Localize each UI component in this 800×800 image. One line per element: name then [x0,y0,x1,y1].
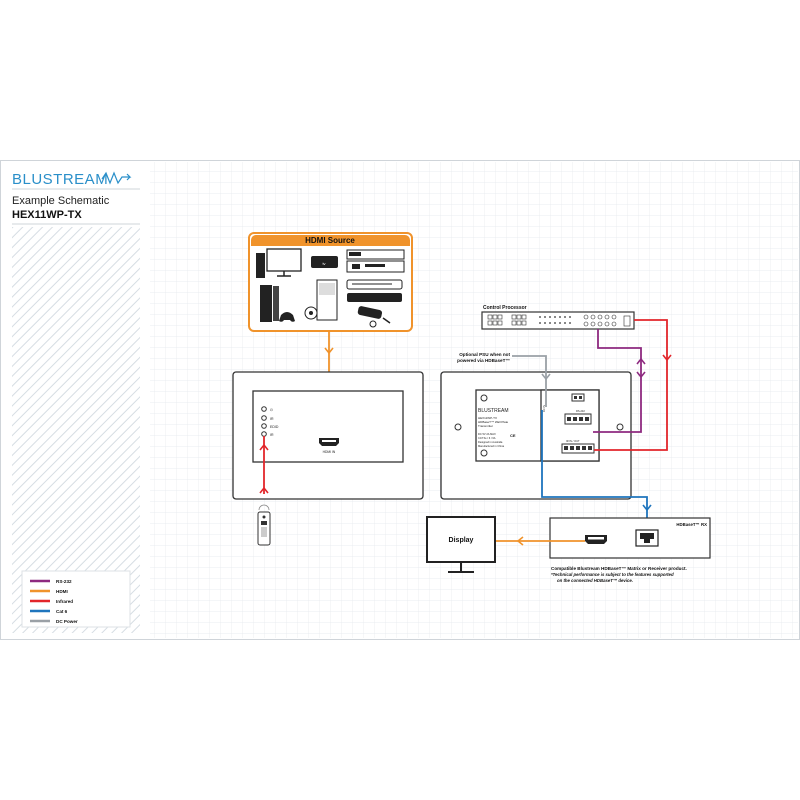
ir-arrow-up-icon [259,486,269,494]
display-label: Display [449,537,474,544]
power-arrow-icon [541,373,551,381]
ir-control-cable [594,319,668,451]
hdmi-port-icon [319,438,339,446]
svg-text:EDID: EDID [270,425,279,429]
rs232-cable [593,329,642,433]
module-desc: HDBaseT™ Wall Plate [478,420,509,424]
rs232-label: RS-232 [576,409,585,413]
module-desc: Transmitter [478,424,493,428]
apple-tv-icon: tv [311,256,338,268]
hdmi-source-box: HDMI Source tv [248,232,413,332]
cctv-camera-icon [357,306,391,328]
legend-label: HDMI [56,589,68,594]
module-fine-print: CAT 5e / 6 / 6A [478,436,496,440]
module-fine-print: Manufactured in China [478,444,505,448]
dc-terminal [571,393,585,402]
hatch-panel [12,227,140,633]
compatibility-note: Compatible Blustream HDBaseT™ Matrix or … [551,566,687,571]
control-processor [481,311,635,330]
brand-logo: BLUSTREAM [12,171,108,188]
front-wall-plate: ⏻ IR EDID IR HDMI IN [232,371,424,500]
hdmi-port-label: HDMI IN [323,450,336,454]
hdmi-source-title: HDMI Source [305,236,355,245]
svg-text:IR: IR [270,433,274,437]
schematic-subtitle: Example Schematic [12,195,110,207]
playstation-icon [260,285,295,322]
rear-wall-plate: BLUSTREAM HEX11WP-TX HDBaseT™ Wall Plate… [440,371,632,500]
cat6-arrow-icon [642,504,652,512]
compatibility-note: on the connected HDBaseT™ device. [557,578,633,583]
module-fine-print: DC 5V 2A MAX [478,432,496,436]
compatibility-note: *Technical performance is subject to the… [551,572,674,577]
title-panel: BLUSTREAM Example Schematic HEX11WP-TX R… [12,171,140,633]
schematic-sheet: BLUSTREAM Example Schematic HEX11WP-TX R… [0,160,800,640]
ir-terminal [561,443,595,454]
legend-label: DC Power [56,619,78,624]
rs232-arrow-icon [636,357,646,379]
xbox-icon [304,279,338,321]
set-top-box-icon [346,249,405,273]
brand-wave-icon [101,171,132,185]
module-brand: BLUSTREAM [478,408,509,414]
pc-monitor-icon [256,248,302,278]
receiver-label: HDBaseT™ RX [676,522,707,527]
svg-text:IR: IR [270,417,274,421]
model-title: HEX11WP-TX [12,209,82,221]
legend-label: RS-232 [56,579,72,584]
ce-mark: CE [510,433,516,438]
psu-note-line1: Optional PSU when not [459,352,510,357]
legend-label: Cat 6 [56,609,68,614]
psu-note-line2: powered via HDBaseT™ [457,358,510,363]
faceplate-buttons: ⏻ IR EDID IR [261,406,279,437]
receiver-hdmi-port-icon [585,535,607,544]
svg-text:tv: tv [322,261,325,266]
svg-text:⏻: ⏻ [270,408,273,412]
dc-power-cable [512,355,547,407]
dc-label: DC IN [542,405,546,412]
media-player-icon [346,279,403,302]
rj45-port-icon [635,529,659,547]
schematic-canvas: BLUSTREAM Example Schematic HEX11WP-TX R… [0,160,800,640]
rs232-terminal [564,413,592,425]
display-monitor-icon [426,516,496,573]
hdmi-arrow-icon [324,347,334,355]
module-model: HEX11WP-TX [478,416,497,420]
ir-remote-icon [257,504,271,546]
ir-label: IR IN / OUT [566,439,580,443]
ir-arrow-down-icon [662,354,672,362]
module-fine-print: Designed in Australia [478,440,503,444]
legend-label: Infrared [56,599,73,604]
hdbaset-receiver: HDBaseT™ RX [549,517,711,559]
ir-arrow-up-icon [259,443,269,451]
hdmi-arrow-left-icon [516,536,524,546]
control-processor-label: Control Processor [483,305,527,311]
